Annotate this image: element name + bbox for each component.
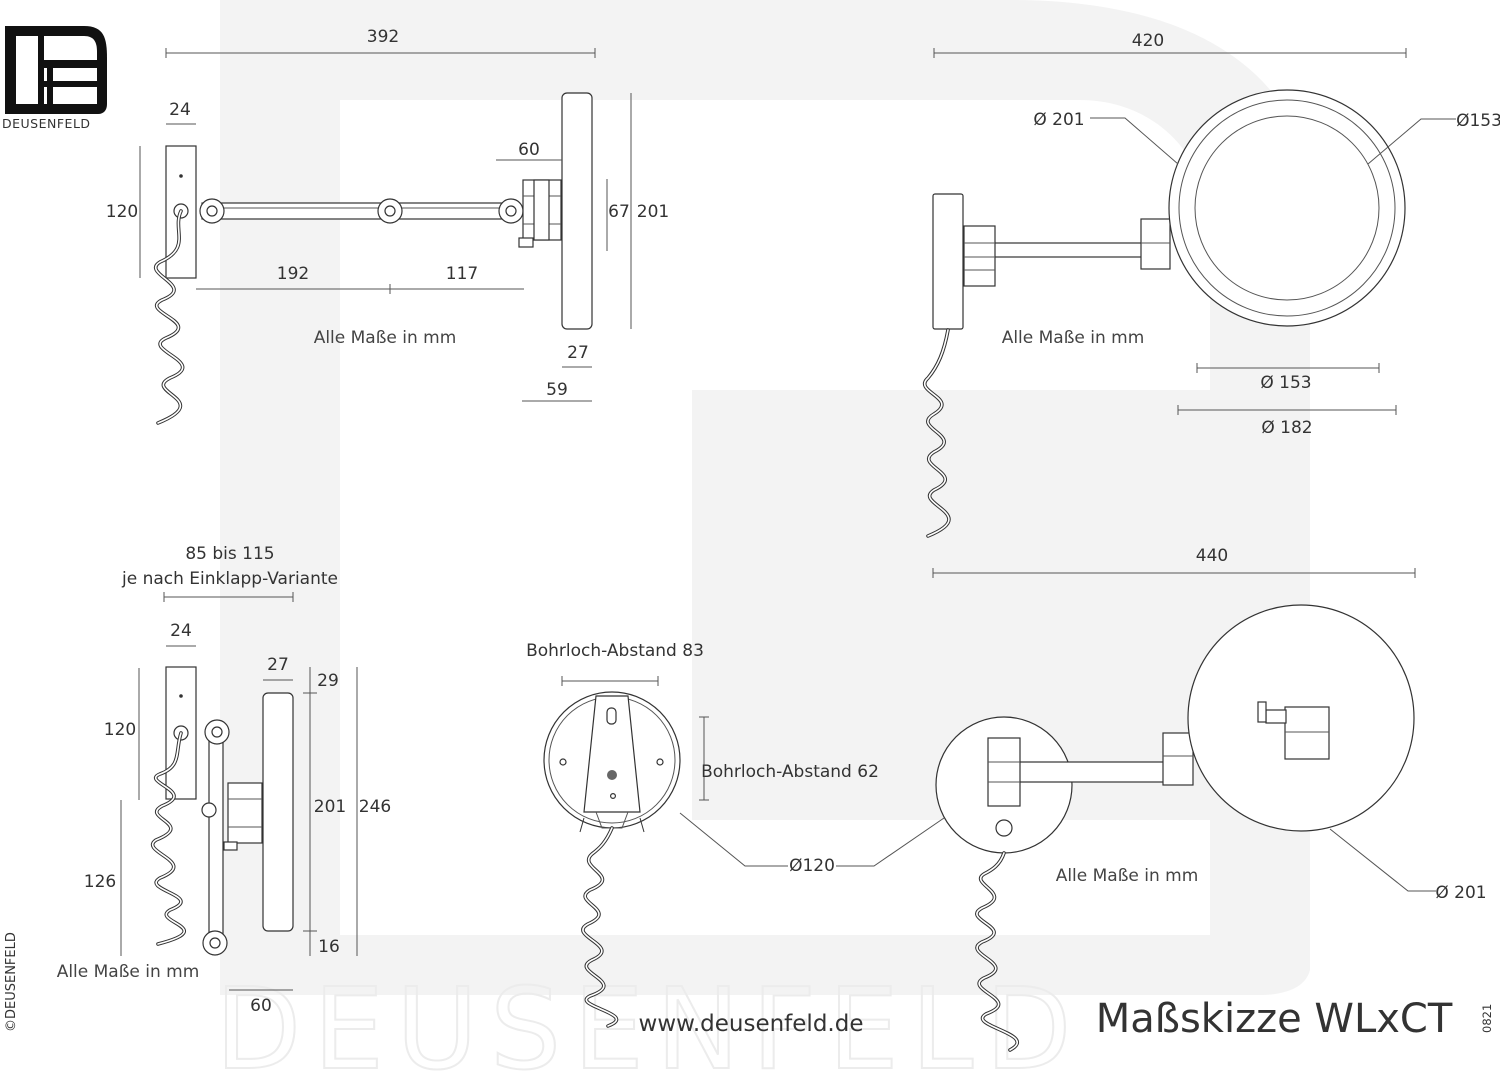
swing-arm — [201, 202, 513, 220]
units-note: Alle Maße in mm — [57, 962, 200, 982]
mirror-head — [1284, 706, 1330, 760]
dim-width-440: 440 — [1196, 546, 1228, 566]
swing-arm — [1017, 761, 1165, 783]
dim-plate-width: 24 — [170, 621, 192, 641]
website-url: www.deusenfeld.de — [639, 1011, 864, 1037]
side-view-folded: 85 bis 115 je nach Einklapp-Variante 24 … — [57, 544, 392, 1016]
dim-head-depth: 60 — [518, 140, 540, 160]
side-view-extended: 392 24 120 60 67 201 192 1 — [106, 27, 669, 425]
dim-arm-117: 117 — [446, 264, 478, 284]
swing-arm — [993, 242, 1143, 258]
dim-lower-126: 126 — [84, 872, 116, 892]
arm-joint — [201, 719, 230, 956]
label-plate-diameter: Ø120 — [789, 856, 835, 876]
wall-plate — [932, 193, 964, 330]
label-mirror-diameter: Ø 201 — [1435, 883, 1486, 903]
power-cord — [153, 209, 185, 425]
dim-67: 67 — [608, 202, 630, 222]
power-cord — [581, 826, 619, 1028]
mirror-side — [262, 692, 294, 932]
swing-arm — [208, 731, 224, 945]
dim-thickness-27: 27 — [567, 343, 589, 363]
sketch-title: Maßskizze WLxCT — [1096, 996, 1453, 1042]
dim-mirror-height: 201 — [314, 797, 346, 817]
dim-width-392: 392 — [367, 27, 399, 47]
label-diameter-201: Ø 201 — [1033, 110, 1084, 130]
wall-plate-view: Bohrloch-Abstand 83 Bohrloch-Abstand 62 … — [526, 641, 945, 1028]
label-hole-distance-83: Bohrloch-Abstand 83 — [526, 641, 704, 661]
dim-range-label: 85 bis 115 — [185, 544, 274, 564]
arm-joint — [199, 198, 524, 224]
dim-plate-width: 24 — [169, 100, 191, 120]
dim-diameter-153: Ø 153 — [1260, 373, 1311, 393]
dim-mirror-height: 201 — [637, 202, 669, 222]
dim-bottom-16: 16 — [318, 937, 340, 957]
dim-plate-height: 120 — [104, 720, 136, 740]
watermark: DEUSENFELD — [214, 0, 1315, 1079]
drawing-code: 0821 — [1480, 1004, 1494, 1033]
arm-joint — [963, 218, 1171, 287]
mirror-ring — [1168, 89, 1406, 327]
brand-logo: DEUSENFELD — [2, 26, 107, 131]
units-note: Alle Maße in mm — [1056, 866, 1199, 886]
logo-text: DEUSENFELD — [2, 116, 91, 131]
power-cord — [922, 328, 951, 538]
dim-depth-60: 60 — [250, 996, 272, 1016]
dim-total-246: 246 — [359, 797, 391, 817]
dim-arm-192: 192 — [277, 264, 309, 284]
front-view-top: 420 Ø 201 Ø153 Ø 153 Ø 182 Alle Maße in … — [922, 31, 1500, 538]
arm-joint — [987, 732, 1194, 807]
mirror-side — [561, 92, 593, 330]
label-diameter-153: Ø153 — [1456, 111, 1500, 131]
dim-top-29: 29 — [317, 671, 339, 691]
units-note: Alle Maße in mm — [1002, 328, 1145, 348]
dim-thickness-27: 27 — [267, 655, 289, 675]
dim-plate-height: 120 — [106, 202, 138, 222]
power-cord — [151, 731, 187, 946]
units-note: Alle Maße in mm — [314, 328, 457, 348]
front-view-bottom: 440 Ø 201 Alle Maße in mm — [932, 546, 1487, 1052]
watermark-text: DEUSENFELD — [215, 965, 1083, 1075]
mirror-glass — [1194, 115, 1380, 301]
dim-diameter-182: Ø 182 — [1261, 418, 1312, 438]
dim-depth-59: 59 — [546, 380, 568, 400]
label-hole-distance-62: Bohrloch-Abstand 62 — [701, 762, 879, 782]
power-cord — [975, 851, 1020, 1052]
dim-range-note: je nach Einklapp-Variante — [121, 569, 338, 589]
dim-width-420: 420 — [1132, 31, 1164, 51]
copyright-text: ©DEUSENFELD — [4, 932, 19, 1032]
